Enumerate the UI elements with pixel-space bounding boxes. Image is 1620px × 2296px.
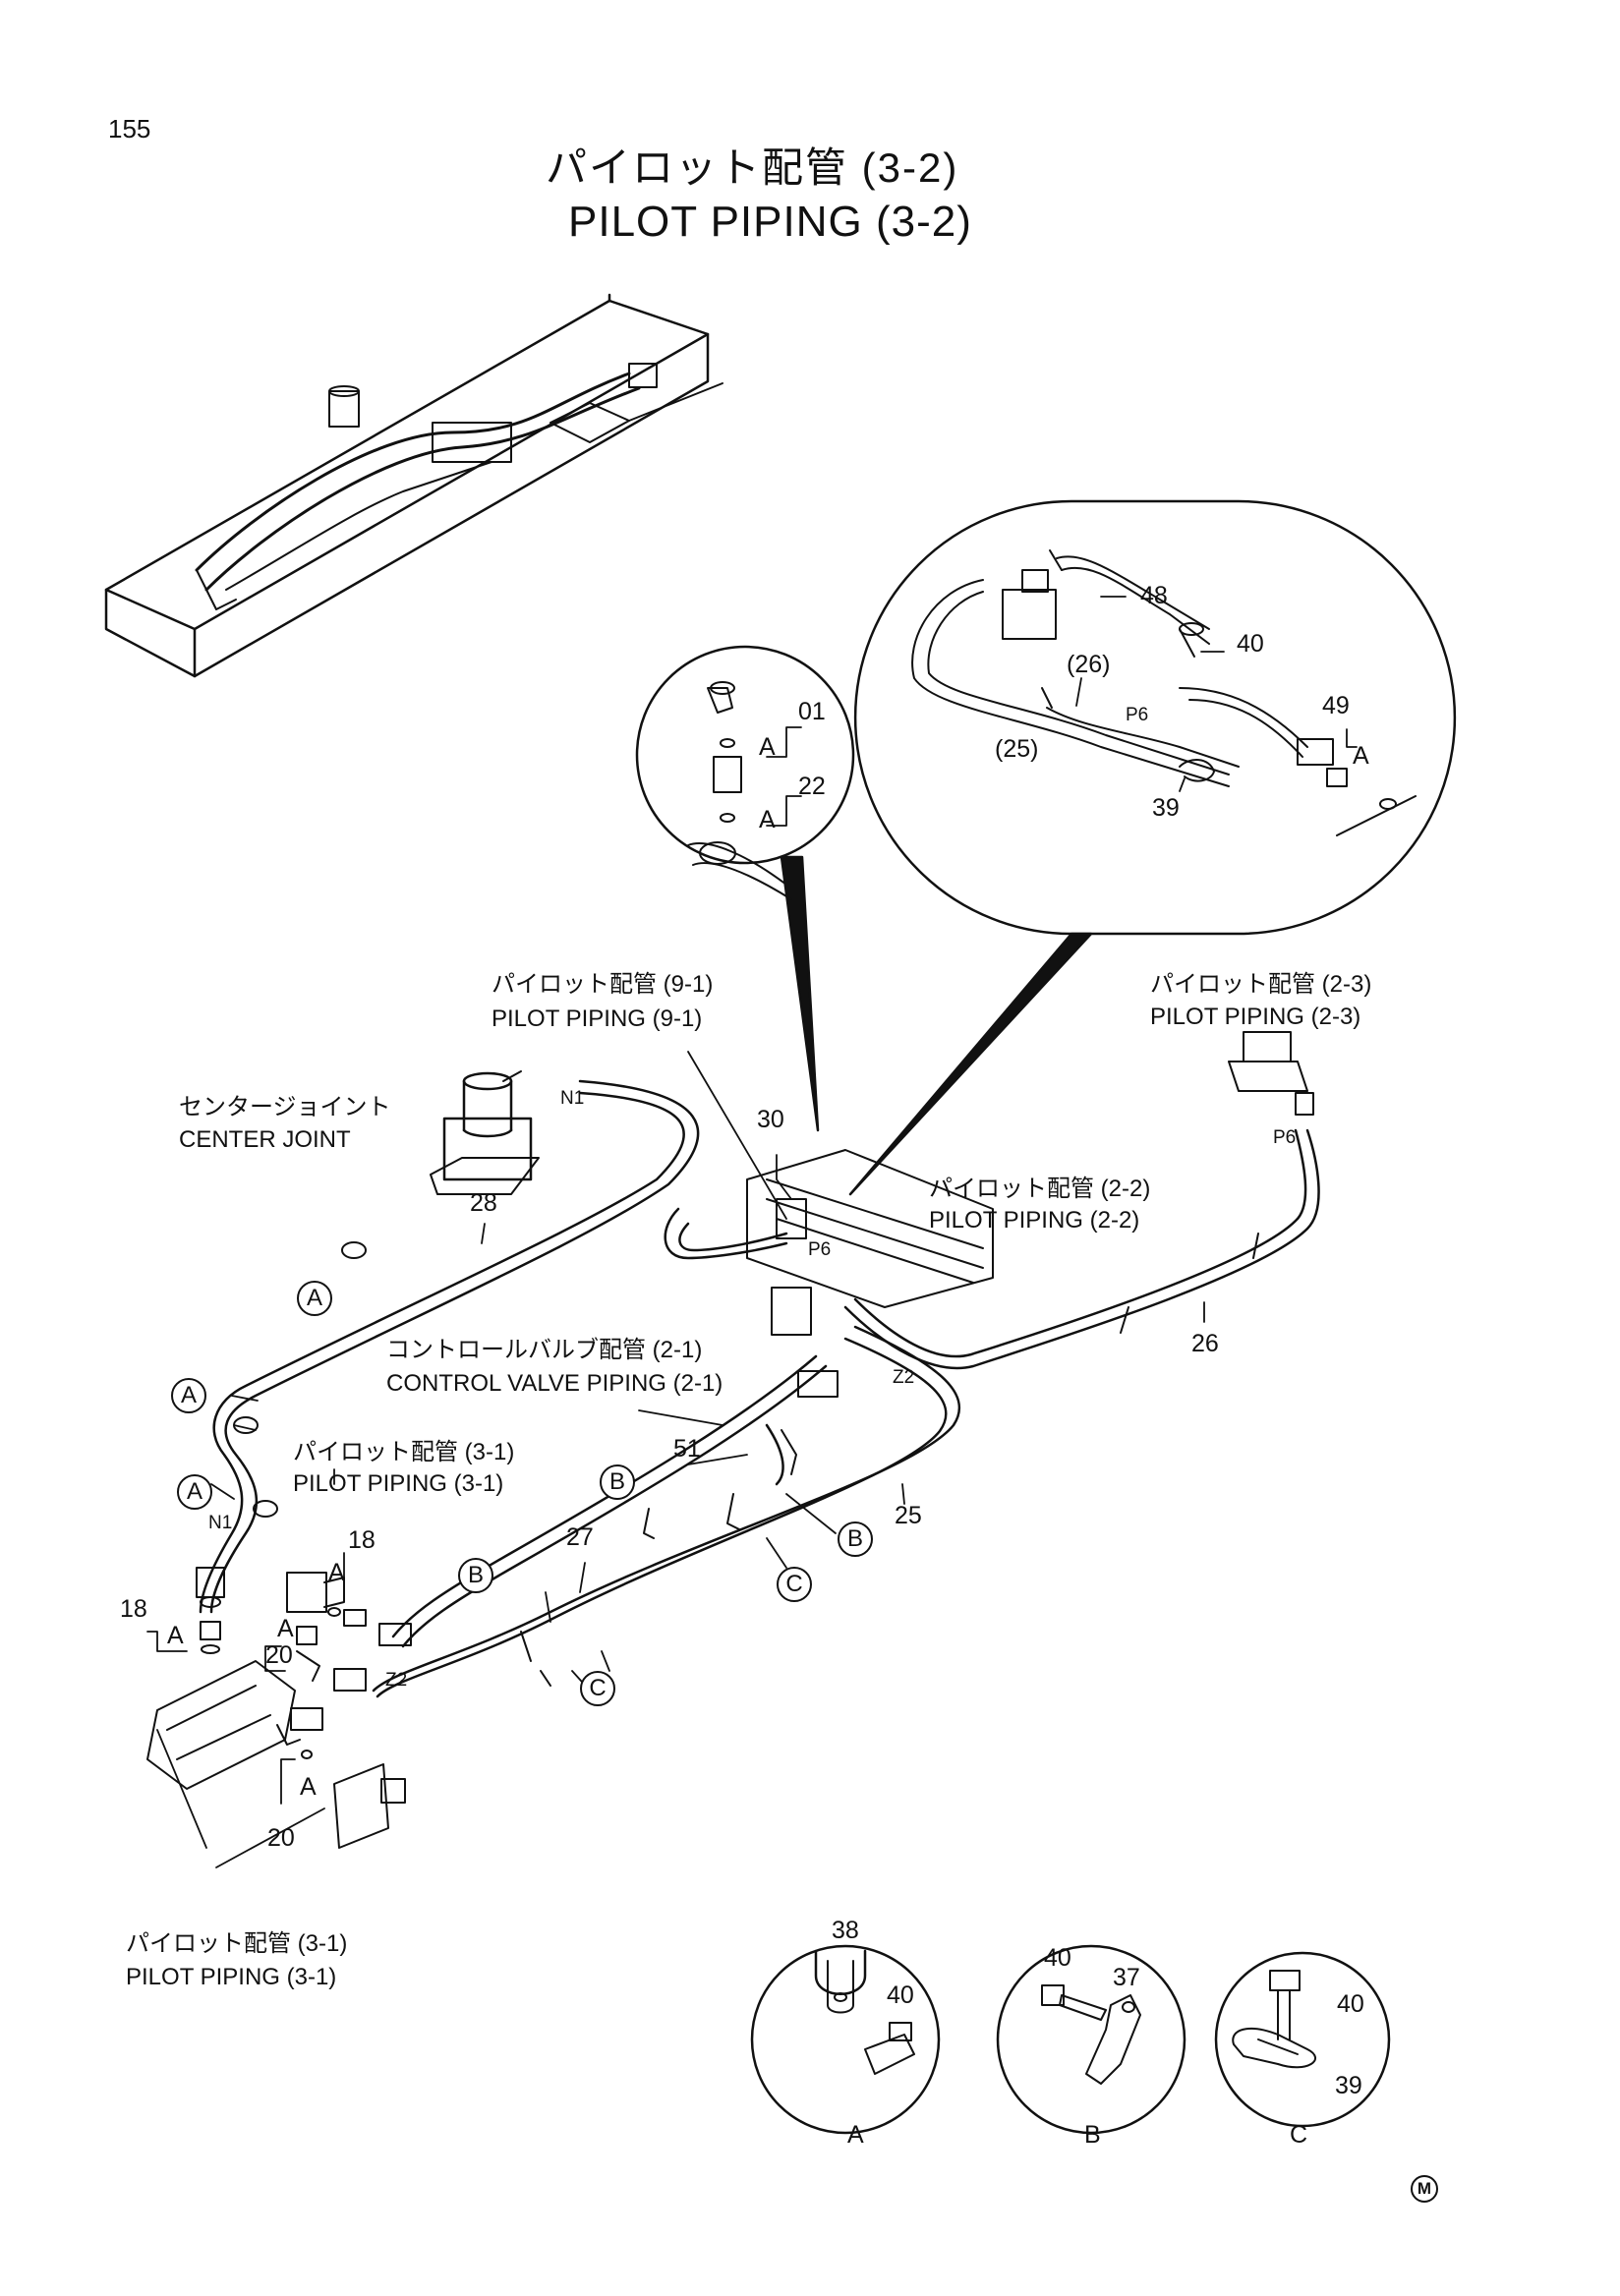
- ref-center-joint-ja: センタージョイント: [179, 1094, 391, 1120]
- ref-pilot-piping-2-2-en: PILOT PIPING (2-2): [929, 1207, 1140, 1234]
- oring-label: A: [1353, 742, 1369, 770]
- part-number: (25): [995, 735, 1039, 763]
- detail-circle-clip-b: [996, 1944, 1186, 2135]
- pipe-runs: [199, 1079, 1320, 1698]
- ref-pilot-piping-3-1-upper-ja: パイロット配管 (3-1): [293, 1439, 515, 1465]
- detail-caption-c: C: [1290, 2121, 1308, 2149]
- part-number: 25: [895, 1502, 922, 1529]
- part-number: 40: [1337, 1990, 1364, 2018]
- part-number: 30: [757, 1106, 784, 1133]
- port-label: Z2: [893, 1367, 915, 1388]
- part-number: (26): [1067, 651, 1111, 678]
- ref-pilot-piping-3-1-lower-ja: パイロット配管 (3-1): [126, 1930, 348, 1957]
- ref-pilot-piping-3-1-lower-en: PILOT PIPING (3-1): [126, 1964, 337, 1990]
- ref-control-valve-en: CONTROL VALVE PIPING (2-1): [386, 1370, 723, 1397]
- detail-pill-valve: [848, 499, 1457, 1196]
- left-components: [146, 1233, 1259, 1849]
- detail-caption-b: B: [1084, 2121, 1101, 2149]
- part-number: 51: [673, 1435, 701, 1463]
- corner-mark: M: [1411, 2175, 1438, 2203]
- oring-label: A: [277, 1615, 294, 1642]
- callout-b: B: [838, 1521, 873, 1557]
- part-number: 01: [798, 698, 826, 725]
- port-label: N1: [208, 1513, 233, 1533]
- oring-label: A: [167, 1622, 184, 1649]
- oring-label: A: [300, 1773, 317, 1801]
- part-number: 38: [832, 1917, 859, 1944]
- port-label: P6: [1126, 705, 1149, 725]
- callout-b: B: [600, 1464, 635, 1500]
- page-title-japanese: パイロット配管 (3-2): [546, 144, 959, 191]
- part-number: 39: [1335, 2072, 1362, 2099]
- part-number: 20: [267, 1824, 295, 1852]
- part-number: 18: [348, 1526, 376, 1554]
- leader-lines: [146, 596, 1358, 1868]
- oring-label: A: [759, 733, 776, 761]
- detail-caption-a: A: [847, 2121, 864, 2149]
- detail-circle-fittings: [635, 645, 855, 1132]
- part-number: 40: [1237, 630, 1264, 658]
- port-label: N1: [560, 1088, 585, 1109]
- detail-circle-clip-c: [1214, 1951, 1391, 2128]
- machine-frame-overview: [104, 293, 723, 678]
- callout-c: C: [580, 1671, 615, 1706]
- port-label: P6: [1273, 1127, 1297, 1148]
- port-label: P6: [808, 1239, 832, 1260]
- callout-a: A: [171, 1378, 206, 1413]
- part-number: 18: [120, 1595, 147, 1623]
- center-joint-unit: [430, 1070, 540, 1195]
- page-number: 155: [108, 114, 151, 144]
- part-number: 26: [1191, 1330, 1219, 1357]
- part-number: 27: [566, 1523, 594, 1551]
- ref-pilot-piping-2-3-ja: パイロット配管 (2-3): [1150, 971, 1372, 998]
- part-number: 48: [1140, 582, 1168, 609]
- part-number: 28: [470, 1189, 497, 1217]
- port-label: Z2: [385, 1670, 408, 1691]
- oring-label: A: [328, 1559, 345, 1586]
- part-number: 49: [1322, 692, 1350, 719]
- page-title-english: PILOT PIPING (3-2): [568, 198, 972, 246]
- detail-circle-clip-a: [750, 1944, 941, 2135]
- part-number: 37: [1113, 1964, 1140, 1991]
- ref-center-joint-en: CENTER JOINT: [179, 1126, 351, 1153]
- part-number: 39: [1152, 794, 1180, 822]
- oring-label: A: [759, 806, 776, 833]
- callout-a: A: [177, 1474, 212, 1510]
- part-number: 40: [887, 1981, 914, 2009]
- part-number: 20: [265, 1641, 293, 1669]
- callout-c: C: [777, 1567, 812, 1602]
- ref-pilot-piping-3-1-upper-en: PILOT PIPING (3-1): [293, 1470, 504, 1497]
- ref-pilot-piping-2-3-en: PILOT PIPING (2-3): [1150, 1004, 1361, 1030]
- ref-control-valve-ja: コントロールバルブ配管 (2-1): [386, 1337, 703, 1363]
- callout-b: B: [458, 1558, 493, 1593]
- callout-a: A: [297, 1281, 332, 1316]
- ref-pilot-piping-9-1-en: PILOT PIPING (9-1): [492, 1005, 703, 1032]
- part-number: 40: [1044, 1944, 1071, 1972]
- part-number: 22: [798, 773, 826, 800]
- ref-pilot-piping-2-2-ja: パイロット配管 (2-2): [929, 1176, 1151, 1202]
- ref-pilot-piping-9-1-ja: パイロット配管 (9-1): [492, 971, 714, 998]
